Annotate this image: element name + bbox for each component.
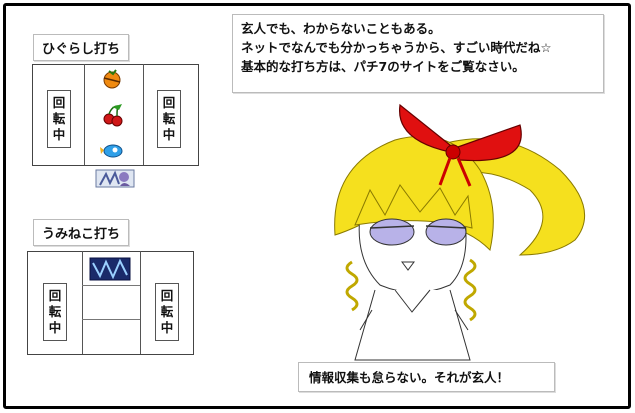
bubble-line: 基本的な打ち方は、パチ7のサイトをご覧なさい。: [241, 59, 525, 74]
higurashi-right-reel-label: 回転中: [157, 90, 181, 148]
reel-divider: [82, 285, 140, 286]
reel-divider: [82, 319, 140, 320]
umineko-title: うみねこ打ち: [33, 219, 130, 246]
umineko-left-reel-label: 回転中: [43, 283, 67, 341]
umineko-right-reel-label: 回転中: [155, 283, 179, 341]
bubble-line: ネットでなんでも分かっちゃうから、すごい時代だね☆: [241, 40, 552, 55]
reel-divider: [82, 251, 83, 354]
bubble-text: 情報収集も怠らない。それが玄人！: [309, 370, 510, 385]
reel-divider: [140, 251, 141, 354]
reel-divider: [84, 64, 85, 165]
umineko-reel-box: [27, 251, 194, 355]
higurashi-left-reel-label: 回転中: [47, 90, 71, 148]
higurashi-reel-box: [32, 64, 199, 166]
bottom-speech-bubble: 情報収集も怠らない。それが玄人！: [298, 362, 555, 392]
higurashi-title: ひぐらし打ち: [33, 34, 130, 61]
top-speech-bubble: 玄人でも、わからないこともある。 ネットでなんでも分かっちゃうから、すごい時代だ…: [232, 14, 604, 93]
reel-divider: [143, 64, 144, 165]
bubble-line: 玄人でも、わからないこともある。: [241, 21, 441, 36]
